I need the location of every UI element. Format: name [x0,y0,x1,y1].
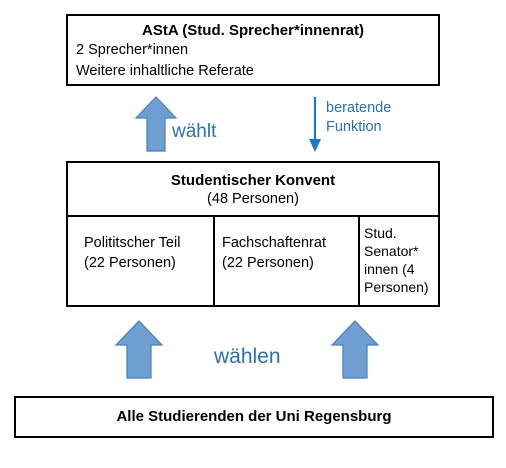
students-label: Alle Studierenden der Uni Regensburg [116,408,392,425]
advisory-label-line-1: beratende [326,100,392,116]
konvent-title: Studentischer Konvent [170,172,336,189]
konvent-divider-vertical-2 [358,215,360,305]
konvent-divider-horizontal [68,215,438,217]
asta-line-1: 2 Sprecher*innen [76,42,189,58]
asta-line-2: Weitere inhaltliche Referate [76,63,254,79]
political-section-line-2: (22 Personen) [84,255,176,271]
konvent-subtitle: (48 Personen) [207,191,299,207]
political-section-line-1: Polititscher Teil [84,235,181,251]
senators-line-3: innen (4 [364,261,415,277]
asta-title: AStA (Stud. Sprecher*innenrat) [142,22,364,39]
konvent-divider-vertical-1 [213,215,215,305]
advisory-label-line-2: Funktion [326,119,382,135]
elects-label: wählt [172,121,217,142]
faculty-council-line-1: Fachschaftenrat [222,235,326,251]
senators-line-1: Stud. [364,225,397,241]
asta-box: AStA (Stud. Sprecher*innenrat) 2 Spreche… [66,14,440,86]
senators-line-4: Personen) [364,279,429,295]
students-box: Alle Studierenden der Uni Regensburg [14,396,494,438]
faculty-council-line-2: (22 Personen) [222,255,314,271]
elect-label: wählen [214,345,281,368]
konvent-box: Studentischer Konvent (48 Personen) Poli… [66,161,440,307]
senators-line-2: Senator* [364,243,419,259]
